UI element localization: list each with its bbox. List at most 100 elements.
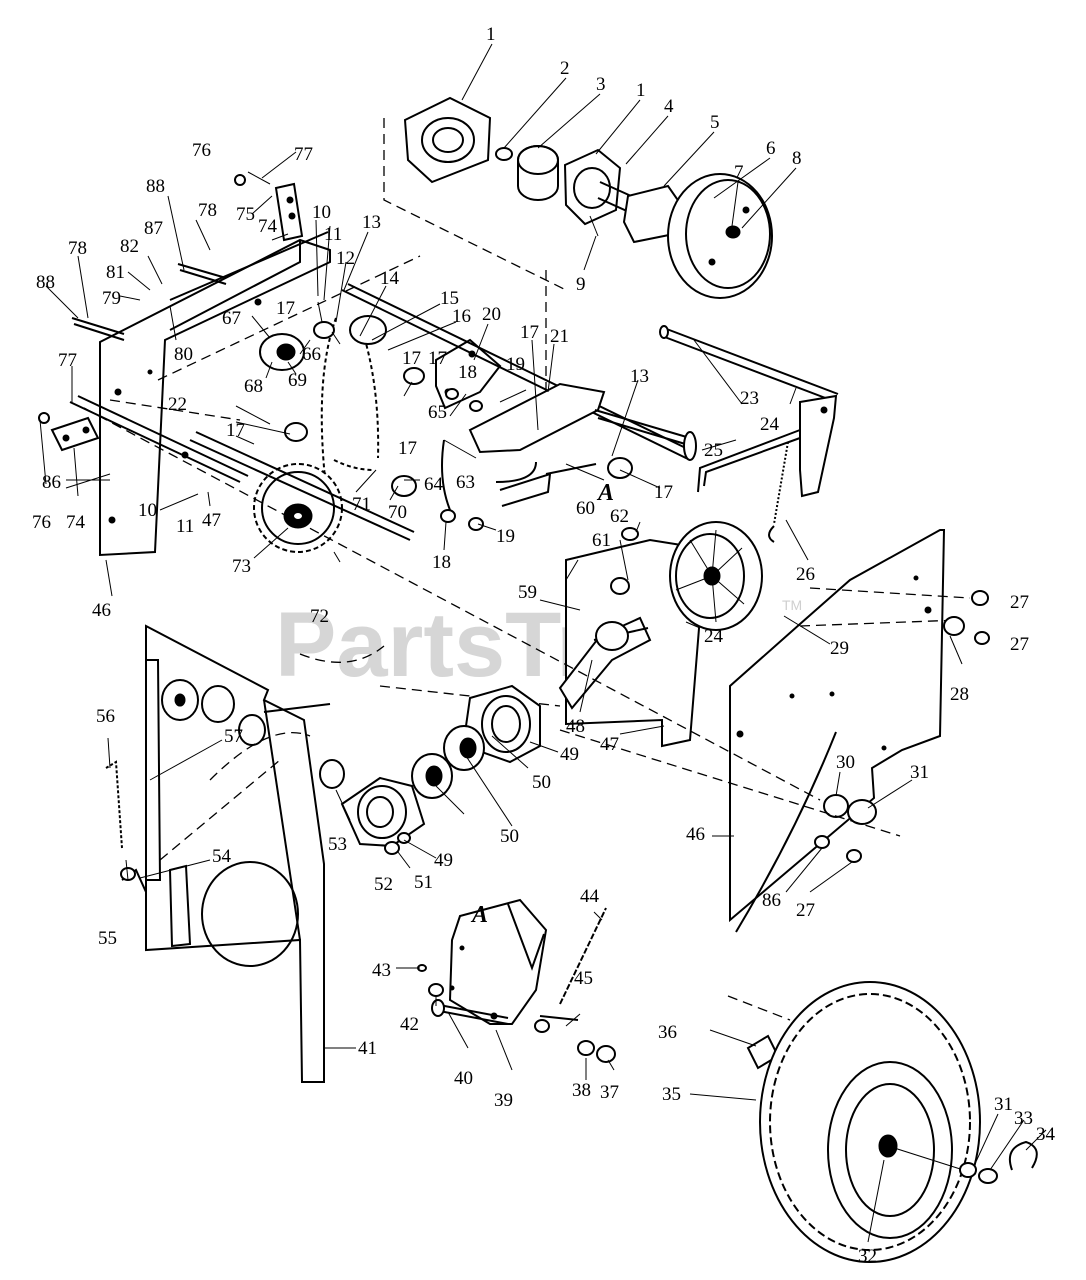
callout-48: 48 (566, 716, 585, 737)
leader-lines (39, 43, 1047, 1243)
callout-79: 79 (102, 288, 121, 309)
callout-77-b: 77 (58, 350, 77, 371)
callout-19-b: 19 (496, 526, 515, 547)
detail-marker-a-top: A (596, 480, 614, 506)
watermark-tm: TM (782, 597, 802, 613)
callout-74-b: 74 (66, 512, 86, 533)
shift-lever (417, 898, 616, 1063)
callout-44: 44 (580, 886, 600, 907)
callout-63: 63 (456, 472, 475, 493)
callout-88-a: 88 (146, 176, 165, 197)
callout-13-b: 13 (630, 366, 649, 387)
callout-8: 8 (792, 148, 802, 169)
callout-62: 62 (610, 506, 629, 527)
callout-25: 25 (704, 440, 723, 461)
callout-45: 45 (574, 968, 593, 989)
callout-49-b: 49 (434, 850, 453, 871)
callout-40: 40 (454, 1068, 473, 1089)
callout-17-g: 17 (402, 348, 421, 369)
callout-46-b: 46 (686, 824, 705, 845)
callout-27-b: 27 (1010, 634, 1029, 655)
callout-1-b: 1 (636, 80, 646, 101)
callout-70: 70 (388, 502, 407, 523)
pulley-bracket (558, 521, 763, 748)
callout-69: 69 (288, 370, 307, 391)
callout-35: 35 (662, 1084, 681, 1105)
callout-68: 68 (244, 376, 263, 397)
detail-marker-a-bottom: A (470, 902, 488, 928)
callout-17-f: 17 (654, 482, 673, 503)
callout-17-d: 17 (226, 420, 245, 441)
callout-29: 29 (830, 638, 849, 659)
callout-17-c: 17 (276, 298, 295, 319)
link-74-lower (50, 416, 100, 452)
callout-39: 39 (494, 1090, 513, 1111)
callout-82: 82 (120, 236, 139, 257)
callout-64: 64 (424, 474, 444, 495)
callout-4: 4 (664, 96, 674, 117)
callout-27-c: 27 (796, 900, 815, 921)
callout-50-a: 50 (532, 772, 551, 793)
bushing-17-a (284, 422, 308, 442)
callout-76-a: 76 (192, 140, 211, 161)
callout-36: 36 (658, 1022, 677, 1043)
callout-42: 42 (400, 1014, 419, 1035)
callout-10-b: 10 (138, 500, 157, 521)
callout-17-b: 17 (520, 322, 539, 343)
callout-30: 30 (836, 752, 855, 773)
callout-19-a: 19 (506, 354, 525, 375)
callout-51: 51 (414, 872, 433, 893)
callout-41: 41 (358, 1038, 377, 1059)
callout-17-a: 17 (428, 348, 447, 369)
callout-43: 43 (372, 960, 391, 981)
lever-39 (448, 898, 548, 1025)
callout-6: 6 (766, 138, 776, 159)
callout-65: 65 (428, 402, 447, 423)
friction-wheel-6 (667, 173, 773, 299)
callout-27-a: 27 (1010, 592, 1029, 613)
callout-17-e: 17 (398, 438, 417, 459)
callout-37: 37 (600, 1082, 619, 1103)
callout-66: 66 (302, 344, 321, 365)
plug-53 (319, 759, 345, 789)
callout-9: 9 (576, 274, 586, 295)
callout-26: 26 (796, 564, 815, 585)
callout-32: 32 (858, 1246, 877, 1267)
callout-18-b: 18 (432, 552, 451, 573)
callout-47-a: 47 (202, 510, 221, 531)
callout-71: 71 (352, 494, 371, 515)
callout-56: 56 (96, 706, 115, 727)
callout-2: 2 (560, 58, 570, 79)
callout-16: 16 (452, 306, 471, 327)
callout-78-b: 78 (68, 238, 87, 259)
shift-bracket (341, 283, 697, 531)
flange-49-left (340, 776, 426, 848)
callout-28: 28 (950, 684, 969, 705)
bearing-flange-1b (563, 148, 622, 226)
callout-13: 13 (362, 212, 381, 233)
callout-12: 12 (336, 248, 355, 269)
callout-11-b: 11 (176, 516, 194, 537)
callout-22: 22 (168, 394, 187, 415)
callout-57: 57 (224, 726, 243, 747)
callout-3: 3 (596, 74, 606, 95)
callout-47-b: 47 (600, 734, 619, 755)
bearing-flanges (319, 684, 541, 855)
callout-24-b: 24 (704, 626, 724, 647)
callout-67: 67 (222, 308, 241, 329)
callout-75: 75 (236, 204, 255, 225)
callout-78-a: 78 (198, 200, 217, 221)
callout-52: 52 (374, 874, 393, 895)
bushing-17-b (391, 475, 417, 497)
friction-wheel-assembly (383, 96, 773, 430)
callout-61: 61 (592, 530, 611, 551)
callout-1: 1 (486, 24, 496, 45)
callout-73: 73 (232, 556, 251, 577)
callout-81: 81 (106, 262, 125, 283)
callout-50-b: 50 (500, 826, 519, 847)
washer-2 (495, 147, 513, 161)
callout-54: 54 (212, 846, 232, 867)
left-frame-plate (38, 174, 421, 557)
callout-5: 5 (710, 112, 720, 133)
